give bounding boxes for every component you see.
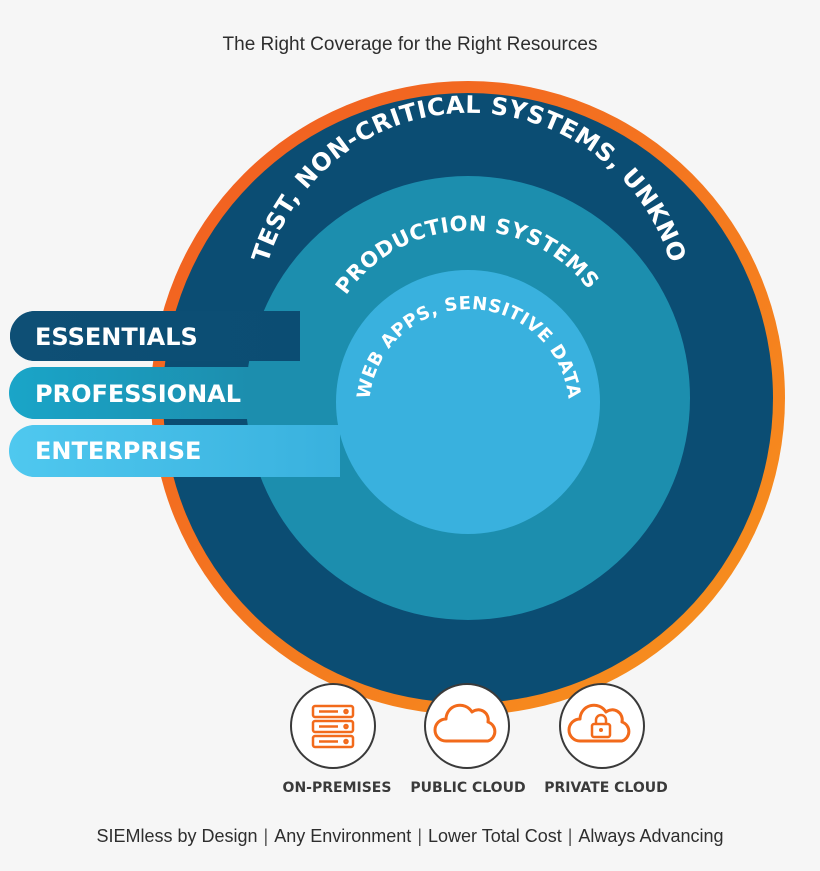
tier-tab-essentials <box>10 311 300 361</box>
footer-item: Lower Total Cost <box>428 826 562 846</box>
footer-separator: | <box>263 826 269 846</box>
tier-label-professional: PROFESSIONAL <box>35 380 241 408</box>
inner-ring <box>336 270 600 534</box>
env-label-public-cloud: PUBLIC CLOUD <box>410 780 525 796</box>
footer-tagline: SIEMless by Design|Any Environment|Lower… <box>0 826 820 847</box>
env-label-private-cloud: PRIVATE CLOUD <box>544 780 667 796</box>
cloud-icon <box>433 703 497 743</box>
footer-item: SIEMless by Design <box>96 826 258 846</box>
tier-label-essentials: ESSENTIALS <box>35 323 198 351</box>
env-circle-public-cloud <box>424 683 510 769</box>
footer-separator: | <box>567 826 573 846</box>
env-label-on-premises: ON-PREMISES <box>283 780 392 796</box>
tier-tab-enterprise <box>9 425 340 477</box>
footer-separator: | <box>417 826 422 846</box>
diagram-title: The Right Coverage for the Right Resourc… <box>222 34 598 55</box>
environment-public-cloud: PUBLIC CLOUD <box>410 683 526 796</box>
server-rack-icon <box>311 704 355 749</box>
footer-item: Always Advancing <box>578 826 724 846</box>
tier-tab-professional <box>9 367 250 419</box>
cloud-lock-icon <box>567 703 631 743</box>
footer-item: Any Environment <box>274 826 412 846</box>
environment-private-cloud: PRIVATE CLOUD <box>544 683 668 796</box>
env-circle-private-cloud <box>559 683 645 769</box>
environment-on-premises: ON-PREMISES <box>283 683 392 796</box>
tier-label-enterprise: ENTERPRISE <box>35 437 201 465</box>
